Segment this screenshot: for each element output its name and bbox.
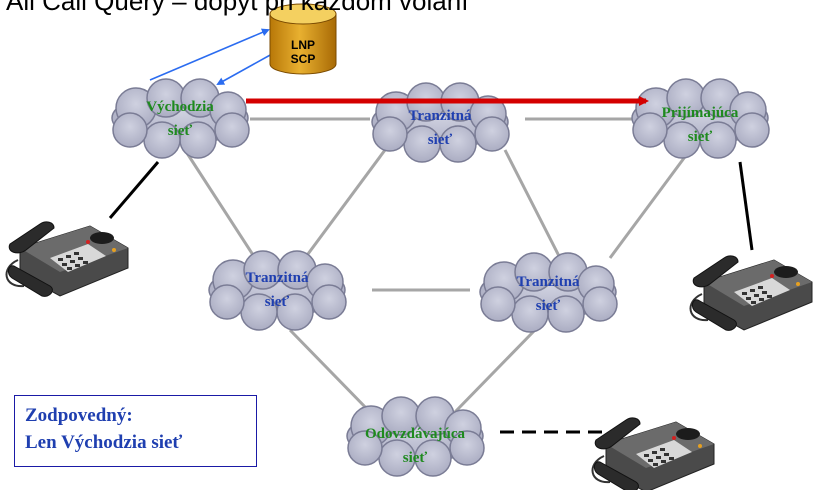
- telephone-icon: [689, 254, 813, 332]
- node-label-line1: Východzia: [146, 99, 214, 115]
- node-label-line1: Tranzitná: [245, 270, 309, 286]
- node-label-handover: Odovzdávajúca sieť: [340, 422, 490, 470]
- link-receiving-transit-right: [608, 149, 692, 259]
- node-label-line1: Prijímajúca: [661, 105, 739, 121]
- node-label-line2: sieť: [264, 294, 290, 310]
- node-label-line2: sieť: [427, 132, 453, 148]
- link-phone-receiving: [738, 161, 754, 251]
- query-arrow-out: [149, 28, 270, 81]
- node-label-origin: Východzia sieť: [110, 95, 250, 143]
- responsible-line1: Zodpovedný:: [25, 405, 133, 426]
- page-title: All Call Query – dopyt pri každom volaní: [6, 0, 469, 16]
- responsible-line2: Len Východzia sieť: [25, 432, 183, 453]
- node-label-line2: sieť: [535, 298, 561, 314]
- node-label-receiving: Prijímajúca sieť: [630, 101, 770, 149]
- node-label-line1: Odovzdávajúca: [364, 426, 465, 442]
- database-label: LNP SCP: [273, 38, 333, 66]
- link-transit-top-transit-left: [303, 149, 387, 259]
- node-label-line2: sieť: [687, 129, 713, 145]
- link-transit-left-handover: [288, 328, 372, 414]
- database-icon: [269, 3, 337, 75]
- node-label-transit-left: Tranzitná sieť: [207, 266, 347, 314]
- node-label-line2: sieť: [167, 123, 193, 139]
- link-transit-top-transit-right: [503, 149, 562, 259]
- node-label-line1: Tranzitná: [408, 108, 472, 124]
- node-label-line2: sieť: [402, 450, 428, 466]
- node-label-transit-right: Tranzitná sieť: [478, 270, 618, 318]
- telephone-icon: [5, 220, 129, 298]
- database-label-line2: SCP: [290, 52, 316, 66]
- node-label-transit-top: Tranzitná sieť: [370, 104, 510, 152]
- node-label-line1: Tranzitná: [516, 274, 580, 290]
- network-links: [183, 117, 692, 414]
- responsible-note: Zodpovedný: Len Východzia sieť: [14, 395, 257, 467]
- telephone-icon: [591, 416, 715, 490]
- link-phone-origin: [108, 161, 160, 219]
- query-arrow-back: [216, 53, 273, 85]
- link-origin-transit-left: [183, 149, 257, 259]
- link-transit-right-handover: [453, 328, 537, 414]
- database-label-line1: LNP: [291, 38, 315, 52]
